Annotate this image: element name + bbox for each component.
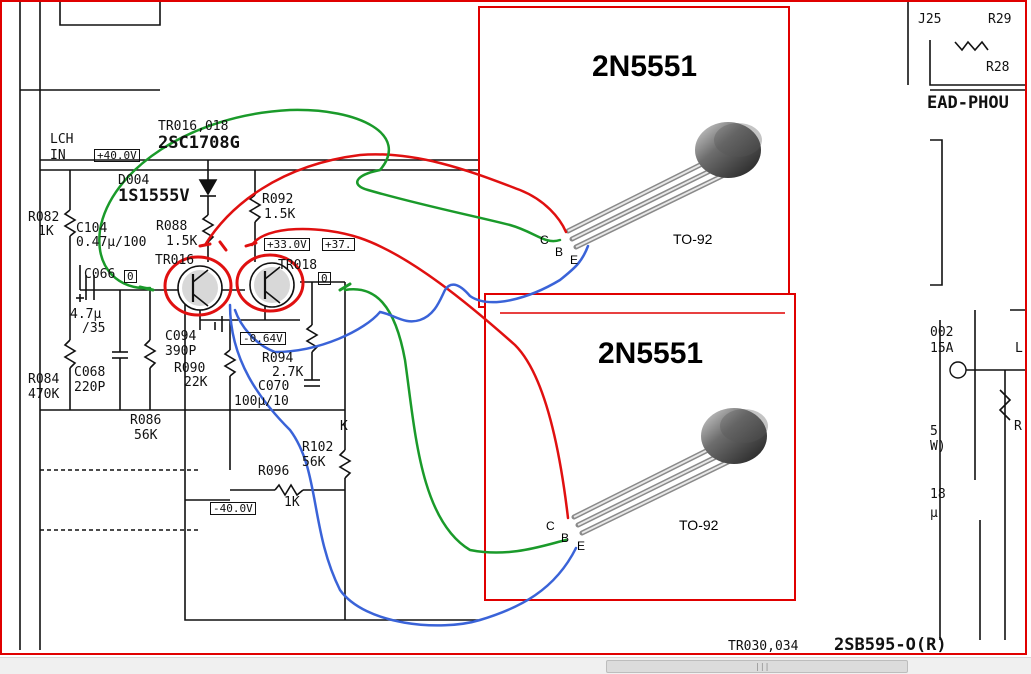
r-002-label: 002 <box>930 325 954 340</box>
r084-value: 470K <box>28 387 60 402</box>
transistor-picture-1 <box>565 122 762 250</box>
headphone-label: EAD-PHOU <box>927 93 1009 113</box>
r-18-label: 18 <box>930 487 946 502</box>
r090-value: 22K <box>184 375 208 390</box>
v37-label: +37. <box>322 238 355 251</box>
card-1-pin-b: B <box>555 245 564 259</box>
scrollbar-grip-icon: ||| <box>755 662 770 671</box>
c104-value: 0.47µ/100 <box>76 235 147 250</box>
d-ref-label: D004 <box>118 173 150 188</box>
r082-value: 1K <box>38 224 54 239</box>
r-5-label: 5 <box>930 424 938 439</box>
c066-value-2: /35 <box>82 321 106 336</box>
r090-label: R090 <box>174 361 206 376</box>
r092-label: R092 <box>262 192 294 207</box>
schematic-lines <box>19 2 1027 650</box>
tr016-symbol <box>177 265 223 311</box>
wire-blue <box>228 244 590 627</box>
neg064-label: -0.64V <box>240 332 286 345</box>
neg40-label: -40.0V <box>210 502 256 515</box>
c066-value: 4.7µ <box>70 307 102 322</box>
scrollbar-thumb[interactable]: ||| <box>606 660 908 673</box>
r-mu-label: µ <box>930 506 938 521</box>
c068-value: 220P <box>74 380 106 395</box>
c094-value: 390P <box>165 344 197 359</box>
v33-label: +33.0V <box>264 238 310 251</box>
tr016-label: TR016 <box>155 253 195 268</box>
r-r-label: R <box>1014 419 1022 434</box>
tr030-part-label: 2SB595-O(R) <box>834 635 947 655</box>
r084-label: R084 <box>28 372 60 387</box>
tr-part-label: 2SC1708G <box>158 133 240 153</box>
card-1-pin-c: C <box>540 233 549 247</box>
k-label: K <box>340 419 348 434</box>
card-2-package: TO-92 <box>679 517 719 533</box>
wire-green <box>98 108 568 554</box>
c068-label: C068 <box>74 365 106 380</box>
r096-value: 1K <box>284 495 300 510</box>
horizontal-scrollbar[interactable]: ||| <box>0 657 1031 674</box>
r088-label: R088 <box>156 219 188 234</box>
tr018-label: TR018 <box>278 258 318 273</box>
in-label: IN <box>50 148 66 163</box>
plus40-label: +40.0V <box>94 149 140 162</box>
r092-value: 1.5K <box>264 207 296 222</box>
r-15a-label: 15A <box>930 341 954 356</box>
d-part-label: 1S1555V <box>118 186 190 206</box>
wire-endpoint-marks <box>138 240 352 292</box>
card-2-pin-c: C <box>546 519 555 533</box>
r096-label: R096 <box>258 464 290 479</box>
c094-label: C094 <box>165 329 197 344</box>
r28-label: R28 <box>986 60 1010 75</box>
r-l-label: L <box>1015 341 1023 356</box>
card-2-pin-e: E <box>577 539 586 553</box>
c104-label: C104 <box>76 221 108 236</box>
card-2-pin-b: B <box>561 531 570 545</box>
r088-value: 1.5K <box>166 234 198 249</box>
tr-ref-label: TR016,018 <box>158 119 229 134</box>
tr018-symbol <box>249 262 295 308</box>
card-1-package: TO-92 <box>673 231 713 247</box>
r094-value: 2.7K <box>272 365 304 380</box>
c070-value: 100µ/10 <box>234 394 289 409</box>
transistor-highlight-circles <box>163 253 305 317</box>
zero-a-label: 0 <box>124 270 137 283</box>
r102-value: 56K <box>302 455 326 470</box>
r094-label: R094 <box>262 351 294 366</box>
lch-label: LCH <box>50 132 74 147</box>
zero-b-label: 0 <box>318 272 331 285</box>
wire-red <box>203 153 570 520</box>
card-1-pin-e: E <box>570 253 579 267</box>
c066-label: C066 <box>84 267 116 282</box>
r102-label: R102 <box>302 440 334 455</box>
r086-label: R086 <box>130 413 162 428</box>
card-2-title: 2N5551 <box>598 337 704 370</box>
r082-label: R082 <box>28 210 60 225</box>
transistor-picture-2 <box>571 408 768 536</box>
card-1-title: 2N5551 <box>592 50 698 83</box>
r086-value: 56K <box>134 428 158 443</box>
r-w-label: W) <box>930 439 946 454</box>
j25-label: J25 <box>918 12 942 27</box>
r29-label: R29 <box>988 12 1012 27</box>
tr030-label: TR030,034 <box>728 639 799 654</box>
c070-label: C070 <box>258 379 290 394</box>
